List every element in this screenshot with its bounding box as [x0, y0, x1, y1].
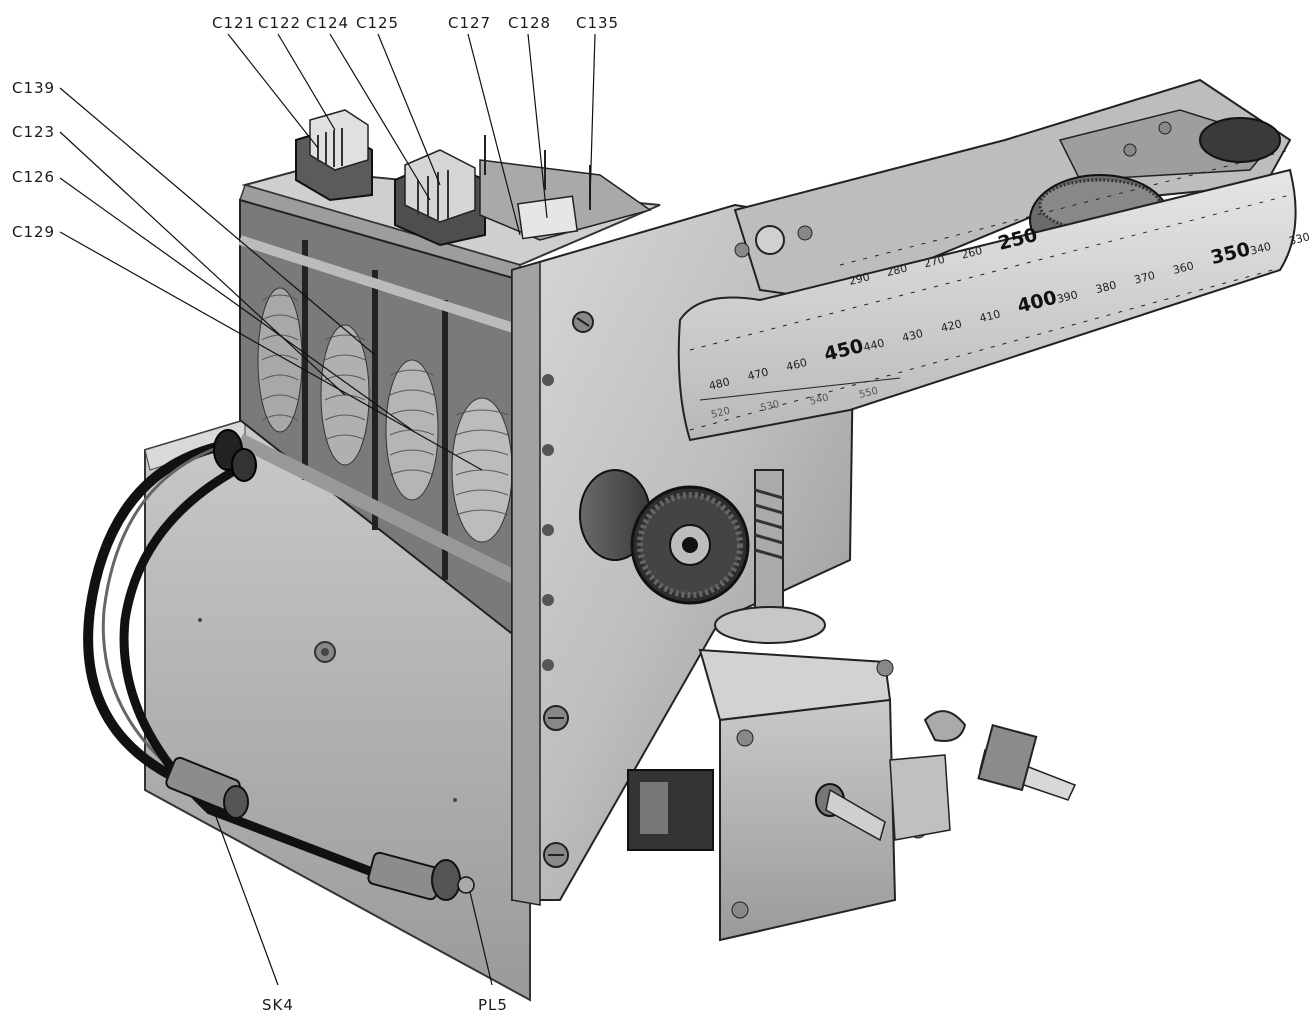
label-c127: C127	[448, 14, 491, 32]
gang-capacitor	[236, 198, 524, 643]
scale-number: 430	[901, 327, 925, 345]
coax-cable	[83, 429, 382, 880]
scale-number: 360	[1172, 259, 1196, 277]
scale-number: 270	[923, 253, 947, 271]
scale-number: 440	[862, 337, 886, 355]
trimmer-c124-c125	[394, 149, 486, 247]
plug-pl5	[367, 851, 475, 901]
scale-number: 520	[710, 406, 731, 421]
scale-number: 530	[759, 399, 780, 414]
label-c125: C125	[356, 14, 399, 32]
scale-number: 340	[1249, 240, 1273, 258]
scale-number: 480	[708, 375, 732, 393]
label-c124: C124	[306, 14, 349, 32]
scale-number: 540	[809, 392, 830, 407]
label-c126: C126	[12, 168, 55, 186]
label-c139: C139	[12, 79, 55, 97]
label-sk4: SK4	[262, 996, 294, 1014]
scale-number: 550	[858, 386, 879, 401]
socket-sk4	[165, 756, 249, 819]
label-c122: C122	[258, 14, 301, 32]
scale-number: 370	[1133, 269, 1157, 287]
gear-assembly	[579, 469, 826, 644]
capacitor-section-1	[257, 287, 303, 433]
drive-box	[698, 648, 951, 942]
scale-number: 260	[960, 244, 984, 262]
scale-number: 410	[978, 308, 1002, 326]
callout-labels: C121 C122 C124 C125 C127 C128 C135 C139 …	[12, 14, 619, 1014]
label-c121: C121	[212, 14, 255, 32]
scale-number: 390	[1056, 288, 1080, 306]
scale-number: 380	[1094, 279, 1118, 297]
scale-number: 470	[746, 366, 770, 384]
label-pl5: PL5	[478, 996, 508, 1014]
trimmer-c127-c128-c135	[479, 135, 652, 241]
trimmer-c121-c122	[295, 109, 373, 202]
leader-lines	[59, 33, 596, 986]
scale-number: 460	[785, 356, 809, 374]
scale-number: 420	[940, 317, 964, 335]
label-c135: C135	[576, 14, 619, 32]
label-c123: C123	[12, 123, 55, 141]
scale-number: 280	[885, 262, 909, 280]
tuning-shaft	[815, 783, 886, 842]
label-c128: C128	[508, 14, 551, 32]
scale-number: 330	[1288, 230, 1312, 248]
right-shaft	[923, 710, 1077, 801]
label-c129: C129	[12, 223, 55, 241]
scale-number: 290	[848, 270, 872, 288]
